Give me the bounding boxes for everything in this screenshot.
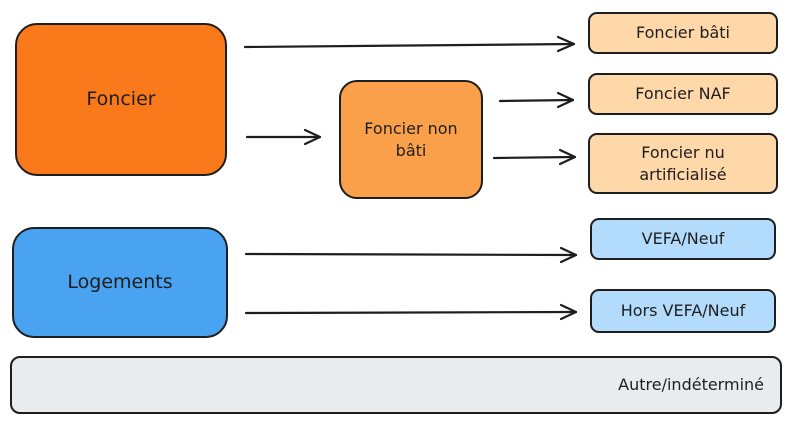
arrow-logements-to-vefa-neuf — [244, 246, 578, 264]
node-foncier-bati-label: Foncier bâti — [636, 23, 730, 43]
node-foncier-nu-artificialise-label: Foncier nu artificialisé — [639, 142, 727, 184]
node-foncier-naf-label: Foncier NAF — [635, 84, 731, 104]
node-autre-indetermine-label: Autre/indéterminé — [618, 375, 764, 395]
arrow-logements-to-hors-vefa-neuf — [244, 303, 578, 321]
node-foncier: Foncier — [15, 23, 227, 176]
node-hors-vefa-neuf-label: Hors VEFA/Neuf — [620, 301, 746, 321]
node-foncier-non-bati: Foncier non bâti — [339, 80, 483, 199]
node-hors-vefa-neuf: Hors VEFA/Neuf — [590, 289, 776, 333]
arrow-foncier-non-bati-to-foncier-naf — [498, 91, 575, 109]
node-foncier-non-bati-label: Foncier non bâti — [364, 118, 458, 160]
node-foncier-label: Foncier — [86, 87, 156, 110]
node-foncier-naf: Foncier NAF — [588, 73, 778, 115]
arrow-foncier-to-foncier-non-bati — [245, 128, 322, 146]
node-foncier-bati: Foncier bâti — [588, 12, 778, 54]
node-logements: Logements — [12, 227, 228, 338]
node-vefa-neuf: VEFA/Neuf — [590, 218, 776, 260]
node-vefa-neuf-label: VEFA/Neuf — [641, 229, 725, 249]
arrow-foncier-non-bati-to-foncier-nu-artificialise — [492, 148, 577, 166]
node-autre-indetermine: Autre/indéterminé — [10, 356, 782, 414]
node-logements-label: Logements — [67, 270, 173, 293]
node-foncier-nu-artificialise: Foncier nu artificialisé — [588, 133, 778, 194]
arrow-foncier-to-foncier-bati — [243, 35, 576, 53]
